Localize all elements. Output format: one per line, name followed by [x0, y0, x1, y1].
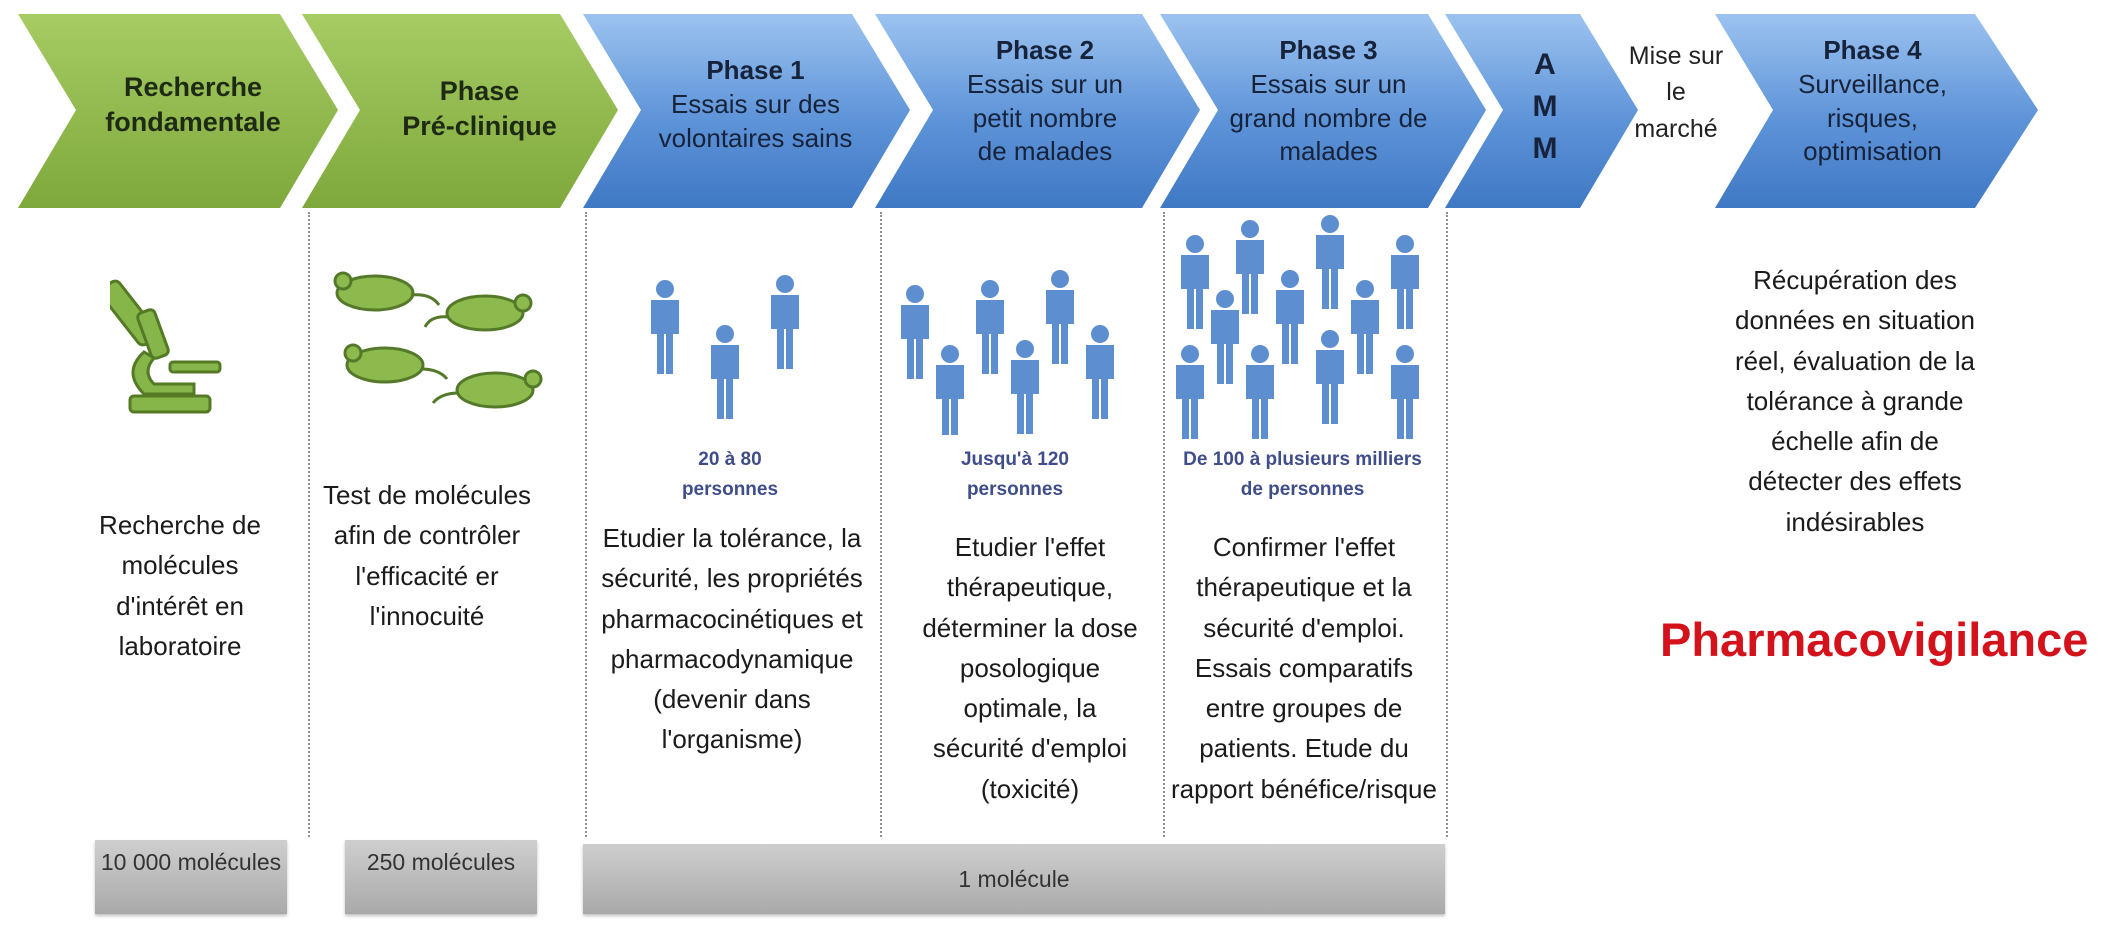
- person-icon: [1316, 330, 1344, 424]
- microscope-icon: [110, 279, 222, 414]
- separator-line: [880, 212, 882, 837]
- person-icon: [976, 280, 1004, 374]
- person-icon: [1046, 270, 1074, 364]
- stage-title: Phase 4: [1823, 35, 1922, 65]
- stage-phase4-title: Phase 4 Surveillance, risques, optimisat…: [1780, 34, 1965, 169]
- count-phase1: 20 à 80 personnes: [681, 449, 779, 501]
- stage-title: Phase 2: [995, 35, 1095, 65]
- stage-recherche-title: Recherche fondamentale: [78, 70, 308, 140]
- arrow-phase2: [875, 14, 1200, 208]
- arrow-phase4: [1715, 14, 2038, 208]
- description-phase1: Etudier la tolérance, la sécurité, les p…: [601, 523, 863, 755]
- person-icon: [1351, 280, 1379, 374]
- stage-amm-title: A M M: [1532, 48, 1558, 165]
- people-phase2: [901, 270, 1114, 435]
- person-icon: [711, 325, 739, 419]
- mouse-icon: [333, 271, 441, 312]
- mouse-icon: [423, 293, 533, 332]
- person-icon: [1246, 345, 1274, 439]
- person-icon: [936, 345, 964, 435]
- stage-phase1-title: Phase 1 Essais sur des volontaires sains: [633, 54, 878, 155]
- description-phase4: Récupération des données en situation ré…: [1735, 265, 1975, 537]
- separator-line: [585, 212, 587, 837]
- molecule-count-box-3: 1 molécule: [583, 844, 1445, 914]
- stage-subtitle: Surveillance, risques, optimisation: [1798, 68, 1947, 167]
- stage-preclinique-title: Phase Pré-clinique: [362, 74, 597, 144]
- person-icon: [1176, 345, 1204, 439]
- arrow-phase1: [583, 14, 910, 208]
- mouse-group-icon: [333, 271, 543, 409]
- count-phase3: De 100 à plusieurs milliers de personnes: [1183, 449, 1422, 501]
- separator-line: [1163, 212, 1165, 837]
- person-icon: [1181, 235, 1209, 329]
- person-icon: [1316, 215, 1344, 309]
- stage-title: Phase 3: [1279, 35, 1378, 65]
- person-icon: [1086, 325, 1114, 419]
- mise-sur-marche-label: Mise sur le marché: [1628, 42, 1724, 143]
- person-icon: [1276, 270, 1304, 364]
- separator-line: [308, 212, 310, 837]
- person-icon: [901, 285, 929, 379]
- person-icon: [651, 280, 679, 374]
- stage-subtitle: Essais sur des volontaires sains: [658, 88, 853, 153]
- person-icon: [1011, 340, 1039, 434]
- stage-phase2-title: Phase 2 Essais sur un petit nombre de ma…: [955, 34, 1135, 169]
- person-icon: [771, 275, 799, 369]
- people-phase3: [1176, 215, 1419, 439]
- stage-phase3-title: Phase 3 Essais sur un grand nombre de ma…: [1226, 34, 1431, 169]
- stage-title: Phase: [439, 76, 520, 106]
- arrow-phase3: [1160, 14, 1486, 208]
- mouse-icon: [431, 369, 543, 409]
- stage-subtitle: Pré-clinique: [402, 111, 557, 142]
- stage-title: Phase 1: [706, 55, 805, 85]
- molecule-count-box-1: 10 000 molécules: [95, 840, 287, 914]
- separator-line: [1446, 212, 1448, 837]
- description-recherche: Recherche de molécules d'intérêt en labo…: [99, 510, 261, 661]
- description-preclinique: Test de molécules afin de contrôler l'ef…: [322, 480, 532, 631]
- description-phase2: Etudier l'effet thérapeutique, détermine…: [922, 532, 1138, 804]
- stage-title: Recherche fondamentale: [105, 72, 281, 138]
- molecule-count-box-2: 250 molécules: [345, 840, 537, 914]
- stage-subtitle: Essais sur un petit nombre de malades: [966, 68, 1124, 167]
- stage-subtitle: Essais sur un grand nombre de malades: [1229, 68, 1428, 167]
- mouse-icon: [343, 343, 449, 384]
- person-icon: [1391, 235, 1419, 329]
- person-icon: [1391, 345, 1419, 439]
- description-phase3: Confirmer l'effet thérapeutique et la sé…: [1171, 532, 1437, 804]
- arrow-recherche: [18, 14, 338, 208]
- people-phase1: [651, 275, 799, 419]
- person-icon: [1236, 220, 1264, 314]
- arrow-amm: [1445, 14, 1638, 208]
- arrow-preclinique: [302, 14, 618, 208]
- count-phase2: Jusqu'à 120 personnes: [960, 449, 1070, 501]
- person-icon: [1211, 290, 1239, 384]
- pharmacovigilance-title: Pharmacovigilance: [1660, 613, 2089, 666]
